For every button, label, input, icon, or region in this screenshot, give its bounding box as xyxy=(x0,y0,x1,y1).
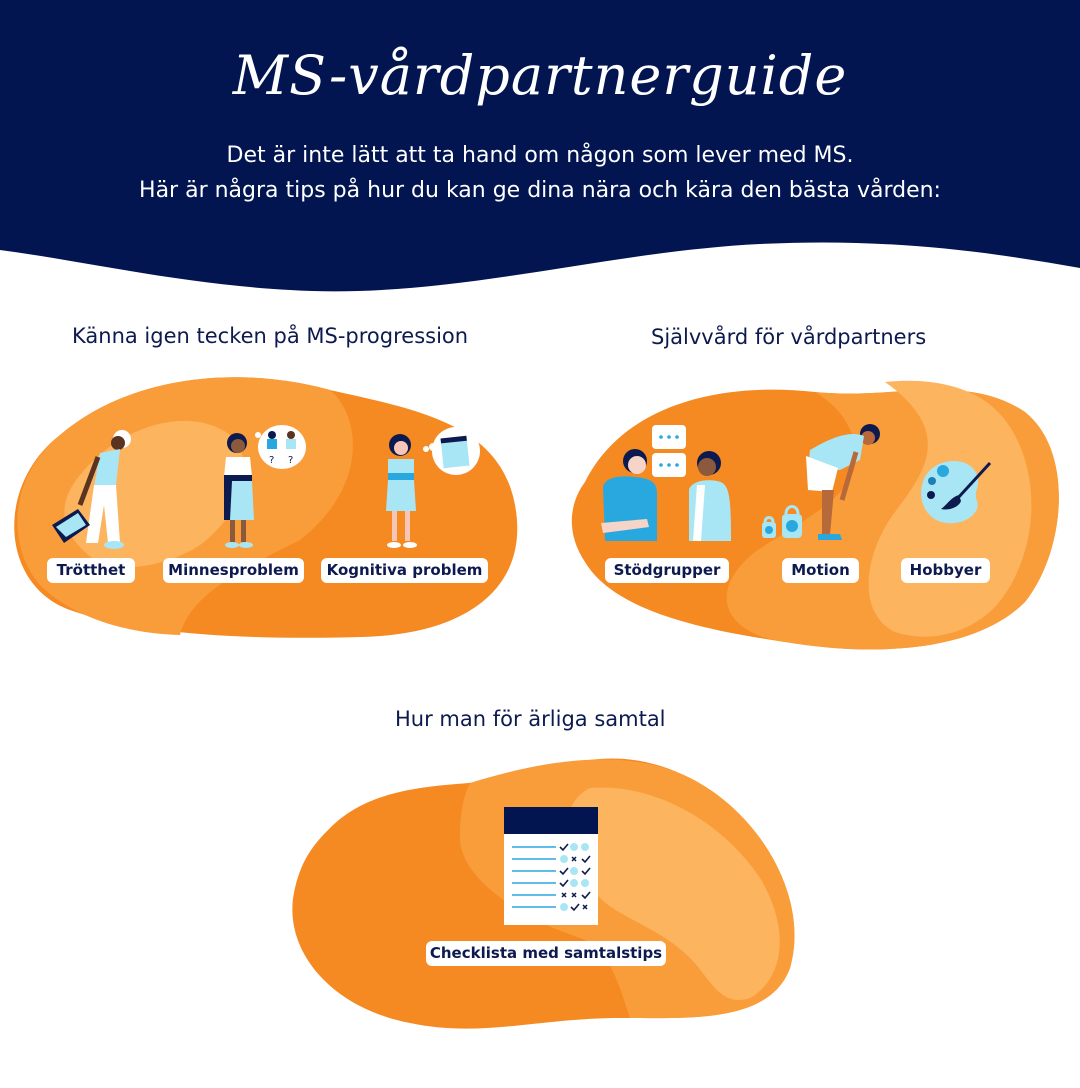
two-people-talking-icon xyxy=(601,425,731,541)
label-motion: Motion xyxy=(782,558,859,583)
paint-palette-icon xyxy=(921,460,992,524)
man-exercising-kettlebells-icon xyxy=(762,424,880,540)
section-title-ms-progression: Känna igen tecken på MS-progression xyxy=(72,324,469,348)
header-wave-background xyxy=(0,0,1080,292)
page-title: MS-vårdpartnerguide xyxy=(232,44,848,107)
tired-woman-with-bag-icon xyxy=(52,430,131,549)
subtitle-line-1: Det är inte lätt att ta hand om någon so… xyxy=(226,143,854,168)
subtitle-line-2: Här är några tips på hur du kan ge dina … xyxy=(139,178,941,203)
label-minnesproblem: Minnesproblem xyxy=(163,558,304,583)
label-kognitiva-problem: Kognitiva problem xyxy=(321,558,488,583)
section-title-honest-conversations: Hur man för ärliga samtal xyxy=(395,707,666,731)
label-trotthet: Trötthet xyxy=(47,558,135,583)
label-hobbyer: Hobbyer xyxy=(901,558,990,583)
label-checklista-med-samtalstips: Checklista med samtalstips xyxy=(426,941,666,966)
confused-woman-todo-list-icon xyxy=(386,427,480,548)
confused-woman-thinking-faces-icon: ? ? xyxy=(224,425,306,548)
svg-text:?: ? xyxy=(269,455,274,466)
checklist-icon xyxy=(504,807,598,925)
section-title-self-care: Självvård för vårdpartners xyxy=(651,325,927,349)
svg-text:?: ? xyxy=(288,455,293,466)
label-stodgrupper: Stödgrupper xyxy=(605,558,729,583)
